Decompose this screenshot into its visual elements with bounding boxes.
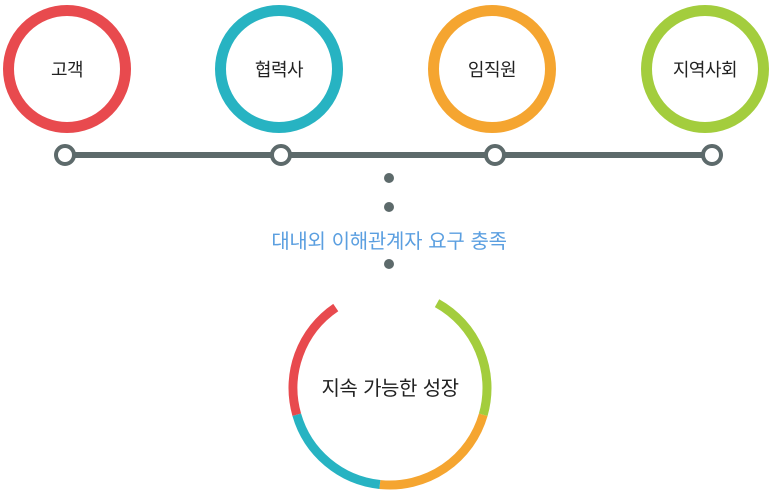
stakeholder-label-employee: 임직원 [467,60,517,81]
stakeholder-label-customer: 고객 [50,60,84,81]
connector-node [54,144,76,166]
stakeholder-label-community: 지역사회 [672,60,738,81]
growth-ring: 지속 가능한 성장 [282,294,498,490]
stakeholder-circle-customer: 고객 [3,5,131,133]
ring-segment-teal [292,413,381,489]
stakeholder-circle-community: 지역사회 [641,5,769,133]
connector-node [270,144,292,166]
stakeholder-label-partner: 협력사 [254,60,304,81]
goal-label: 지속 가능한 성장 [321,376,459,400]
stakeholder-circle-employee: 임직원 [428,5,556,133]
ring-segment-red [288,303,339,416]
connector-track [64,152,713,158]
connector-dot [384,259,394,269]
stakeholder-circle-partner: 협력사 [215,5,343,133]
ring-segment-orange [379,413,488,490]
connector-dot [384,202,394,212]
connector-node [484,144,506,166]
connector-dot [384,173,394,183]
connector-line [54,143,723,167]
ring-segment-green [434,299,492,416]
connector-node [701,144,723,166]
growth-ring-graphic [288,299,492,490]
needs-caption: 대내외 이해관계자 요구 충족 [271,229,507,253]
